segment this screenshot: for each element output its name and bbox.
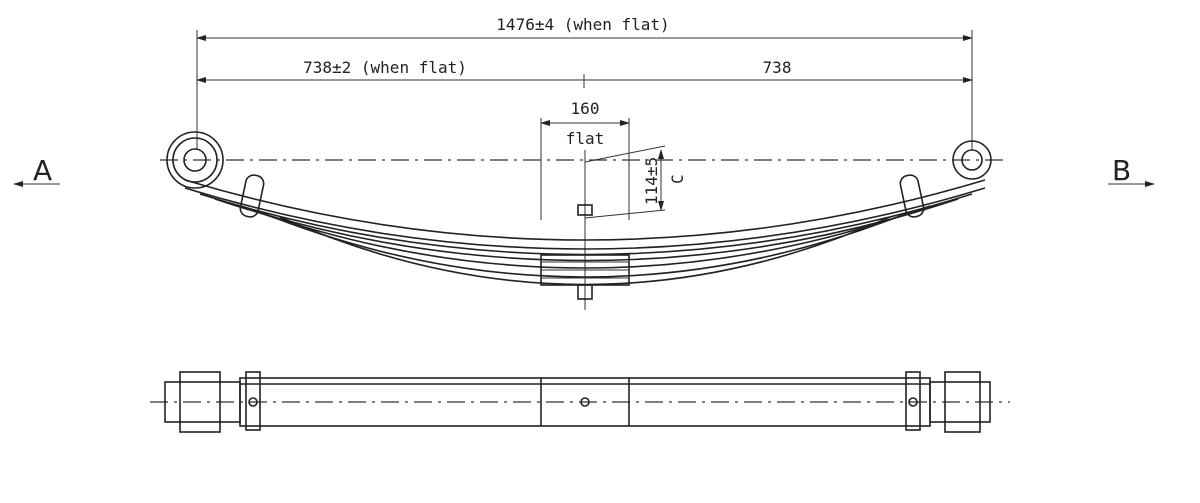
center-clamp xyxy=(540,204,630,300)
view-b-marker: B xyxy=(1108,154,1155,187)
right-eye xyxy=(952,140,992,180)
view-b-label: B xyxy=(1112,154,1131,187)
plan-view xyxy=(150,371,1010,433)
center-note-label: flat xyxy=(566,129,605,148)
half-length-dimension: 738±2 (when flat) 738 xyxy=(196,58,973,88)
half-length-left-label: 738±2 (when flat) xyxy=(303,58,467,77)
overall-length-dimension: 1476±4 (when flat) xyxy=(196,15,973,150)
spring-clips xyxy=(239,174,925,218)
view-a-marker: A xyxy=(13,154,60,187)
camber-label: C xyxy=(668,174,687,184)
camber-value: 114±5 xyxy=(642,157,661,205)
camber-dimension: 114±5 C xyxy=(584,145,687,219)
overall-length-label: 1476±4 (when flat) xyxy=(496,15,669,34)
half-length-right-label: 738 xyxy=(763,58,792,77)
left-eye xyxy=(166,131,224,189)
center-width-label: 160 xyxy=(571,99,600,118)
view-a-label: A xyxy=(33,154,52,187)
center-width-dimension: 160 flat xyxy=(540,99,630,220)
